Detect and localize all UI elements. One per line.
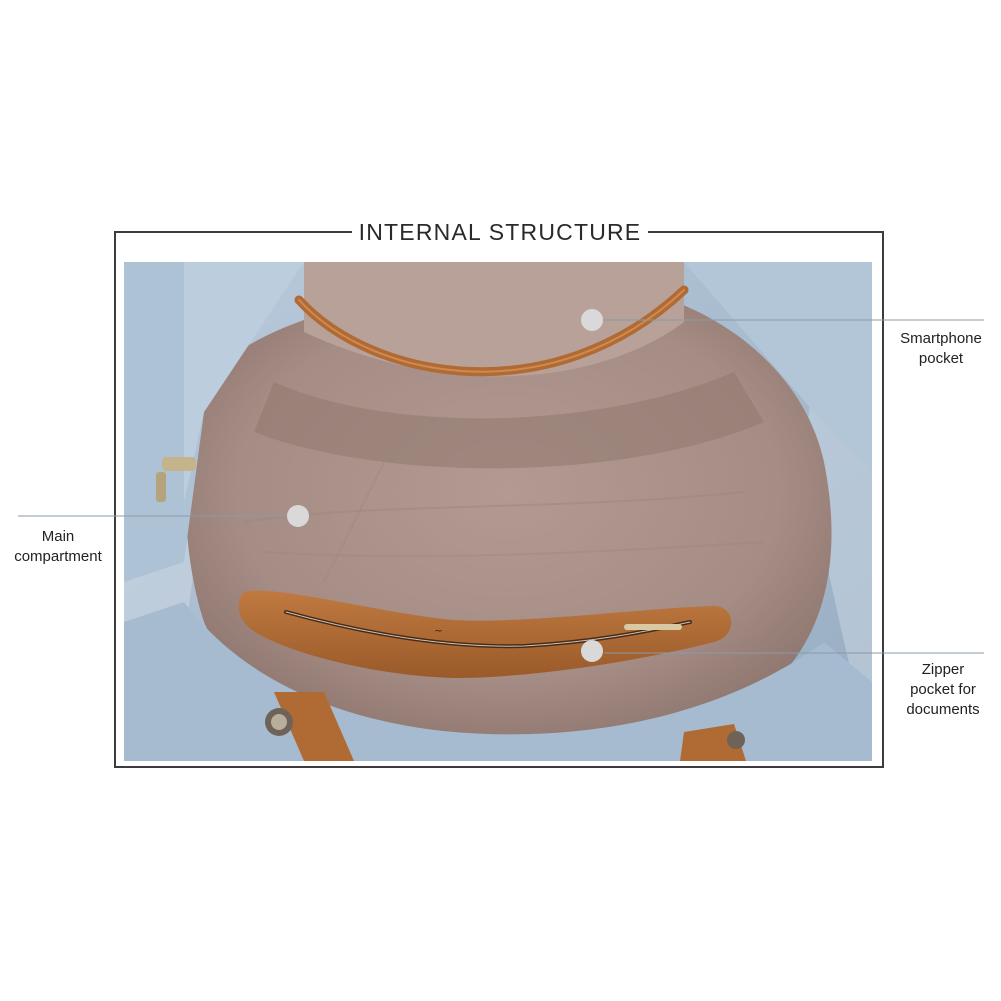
callout-main-compartment: Main compartment bbox=[0, 527, 116, 567]
callout-main-line1: Main bbox=[41, 528, 75, 545]
callout-smartphone-line2: pocket bbox=[918, 350, 964, 367]
bag-interior-photo: ~ bbox=[124, 262, 872, 761]
callout-zipper-pocket: Zipper pocket for documents bbox=[890, 660, 996, 720]
main-marker bbox=[287, 505, 309, 527]
callout-main-line2: compartment bbox=[14, 548, 102, 565]
svg-text:~: ~ bbox=[434, 624, 443, 637]
smartphone-marker bbox=[581, 309, 603, 331]
callout-zipper-line3: documents bbox=[906, 701, 980, 718]
callout-zipper-line2: pocket for bbox=[910, 681, 976, 698]
callout-zipper-line1: Zipper bbox=[921, 661, 965, 678]
title-gap bbox=[352, 220, 648, 244]
callout-smartphone-pocket: Smartphone pocket bbox=[886, 329, 996, 369]
zipper-marker bbox=[581, 640, 603, 662]
section-title: INTERNAL STRUCTURE bbox=[358, 219, 642, 245]
callout-smartphone-line1: Smartphone bbox=[900, 330, 982, 347]
